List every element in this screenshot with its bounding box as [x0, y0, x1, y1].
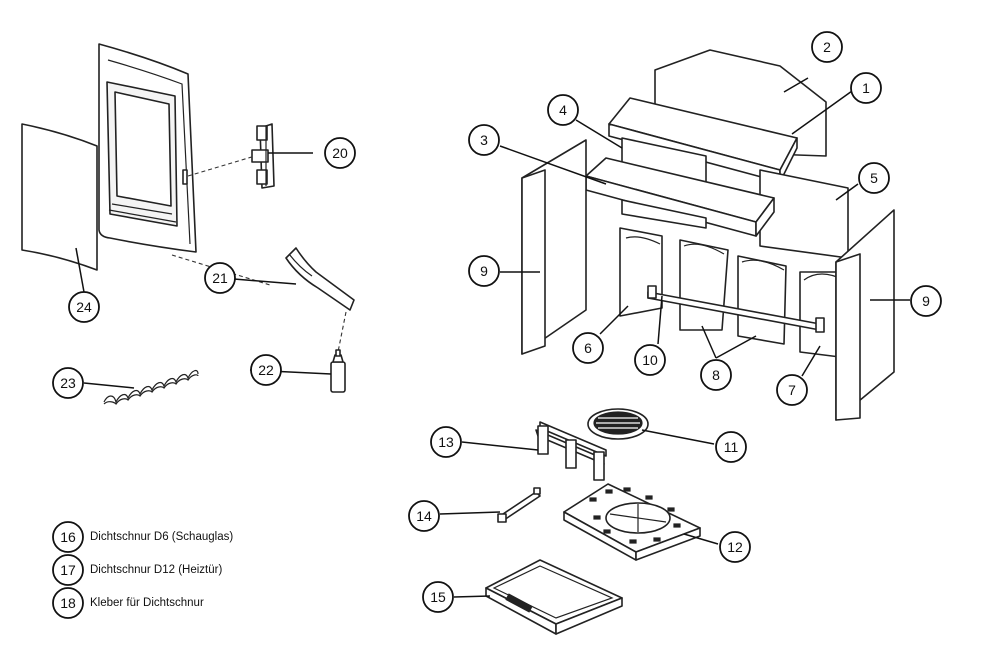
svg-text:5: 5 [870, 170, 878, 186]
svg-text:9: 9 [480, 263, 488, 279]
back-tile-part-6 [619, 227, 663, 317]
side-wall-part-9-right [835, 209, 895, 421]
svg-text:8: 8 [712, 367, 720, 383]
callout-9-left: 9 [468, 255, 500, 287]
spray-can-part-22 [330, 349, 346, 393]
svg-text:2: 2 [823, 39, 831, 55]
svg-text:11: 11 [724, 439, 739, 455]
callout-2: 2 [811, 31, 843, 63]
door-handle-part-21 [285, 247, 355, 311]
stove-door [98, 43, 197, 253]
svg-text:9: 9 [922, 293, 930, 309]
grate-holder-part-13 [535, 421, 607, 481]
svg-text:22: 22 [258, 362, 274, 378]
callout-23: 23 [52, 367, 84, 399]
callout-1: 1 [850, 72, 882, 104]
callout-21: 21 [204, 262, 236, 294]
legend-item: 18 Kleber für Dichtschnur [52, 587, 204, 619]
leader-lines [75, 77, 910, 598]
svg-text:21: 21 [212, 270, 228, 286]
callout-6: 6 [572, 332, 604, 364]
legend-item: 17 Dichtschnur D12 (Heiztür) [52, 554, 222, 586]
svg-text:3: 3 [480, 132, 488, 148]
base-plate-part-12 [563, 483, 701, 561]
svg-text:14: 14 [416, 508, 432, 524]
grate-part-11 [587, 408, 649, 440]
callout-24: 24 [68, 291, 100, 323]
svg-text:13: 13 [438, 434, 454, 450]
legend-item: 16 Dichtschnur D6 (Schauglas) [52, 521, 233, 553]
svg-text:1: 1 [862, 80, 870, 96]
svg-text:10: 10 [642, 352, 658, 368]
callout-10: 10 [634, 344, 666, 376]
glass-panel-part-24 [21, 123, 98, 271]
callout-4: 4 [547, 94, 579, 126]
svg-text:20: 20 [332, 145, 348, 161]
svg-text:Kleber für Dichtschnur: Kleber für Dichtschnur [90, 597, 204, 609]
holding-rod-part-10 [647, 285, 825, 333]
callout-3: 3 [468, 124, 500, 156]
svg-text:18: 18 [60, 595, 76, 611]
callout-8: 8 [700, 359, 732, 391]
svg-text:Dichtschnur D12 (Heiztür): Dichtschnur D12 (Heiztür) [90, 564, 222, 576]
door-latch-part-20 [251, 123, 275, 189]
callout-22: 22 [250, 354, 282, 386]
callout-12: 12 [719, 531, 751, 563]
back-tile-part-8-left [679, 239, 729, 331]
sealing-cord-part-23 [103, 369, 199, 405]
callout-20: 20 [324, 137, 356, 169]
callout-5: 5 [858, 162, 890, 194]
callout-14: 14 [408, 500, 440, 532]
svg-text:7: 7 [788, 382, 796, 398]
svg-text:16: 16 [60, 529, 76, 545]
svg-text:Dichtschnur D6 (Schauglas): Dichtschnur D6 (Schauglas) [90, 531, 233, 543]
svg-text:17: 17 [60, 562, 76, 578]
baffle-plate-part-3 [585, 157, 775, 237]
callout-15: 15 [422, 581, 454, 613]
back-tile-part-8-right [737, 255, 787, 345]
ash-pan-part-15 [485, 559, 623, 635]
svg-text:4: 4 [559, 102, 567, 118]
svg-text:15: 15 [430, 589, 446, 605]
callout-11: 11 [715, 431, 747, 463]
side-wall-part-9-left [521, 139, 587, 355]
legend: 16 Dichtschnur D6 (Schauglas) 17 Dichtsc… [52, 521, 233, 619]
svg-text:6: 6 [584, 340, 592, 356]
callout-9-right: 9 [910, 285, 942, 317]
svg-text:24: 24 [76, 299, 92, 315]
callout-7: 7 [776, 374, 808, 406]
callout-13: 13 [430, 426, 462, 458]
handle-spray-dashed-guide [337, 311, 347, 353]
latch-dashed-guide [187, 155, 256, 177]
pin-part-14 [497, 487, 541, 523]
svg-text:23: 23 [60, 375, 76, 391]
svg-text:12: 12 [727, 539, 743, 555]
